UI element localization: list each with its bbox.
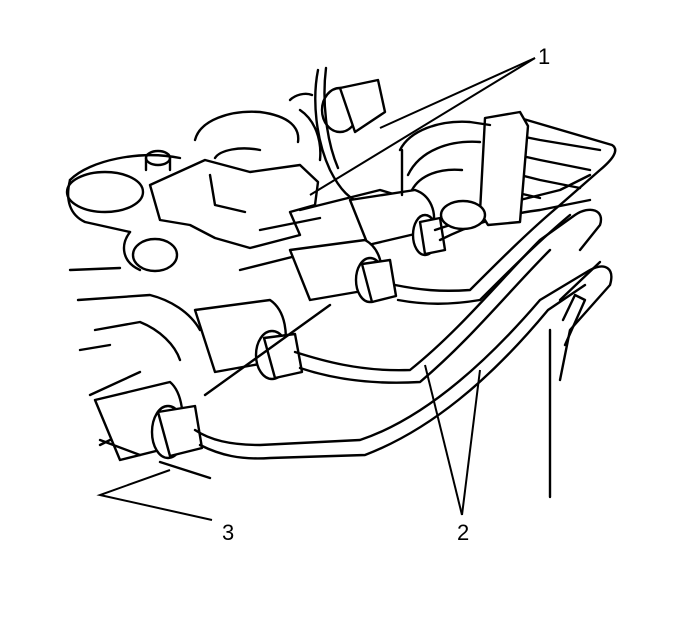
callout-1: 1	[538, 44, 550, 69]
base-outline	[98, 303, 332, 480]
leader-2b	[461, 369, 481, 516]
leader-1a	[379, 57, 536, 129]
brake-pipes	[193, 116, 617, 499]
leader-lines	[96, 57, 536, 521]
pipe-fitting-block	[398, 110, 530, 231]
leader-3	[96, 469, 213, 521]
sensor-assembly	[148, 66, 387, 250]
leader-2a	[424, 364, 463, 516]
callout-2: 2	[457, 520, 469, 545]
leader-1b	[309, 57, 536, 196]
callout-3: 3	[222, 520, 234, 545]
